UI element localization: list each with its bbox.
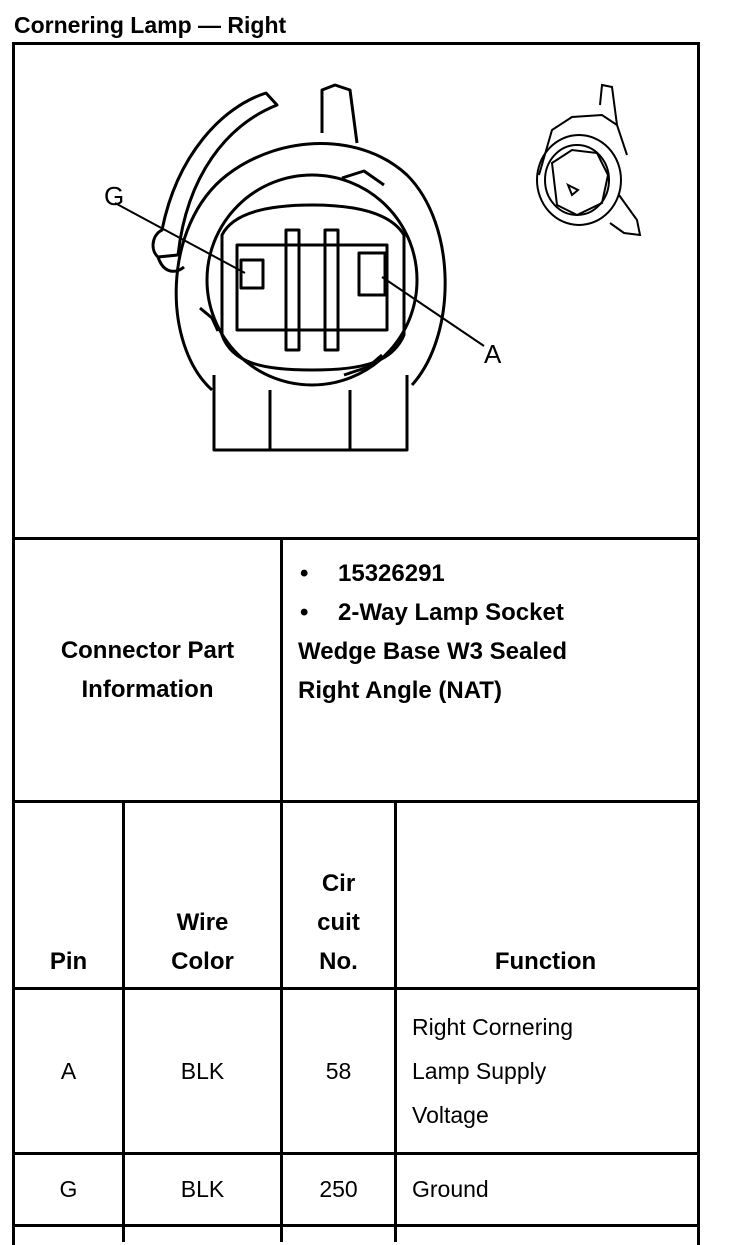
- label-g: G: [104, 181, 124, 211]
- connector-table-frame: [12, 42, 700, 1245]
- header-function-text: Function: [494, 948, 597, 975]
- cell-wire-color: BLK: [180, 1057, 225, 1084]
- divider-row-a: [12, 1152, 697, 1155]
- row-g-pin: G: [15, 1155, 122, 1224]
- row-a-wire-color: BLK: [125, 990, 280, 1152]
- divider-illustration: [12, 537, 697, 540]
- divider-col-circuit: [394, 803, 397, 1242]
- header-function: Function: [397, 803, 694, 985]
- part-detail-2: Right Angle (NAT): [298, 677, 502, 704]
- cell-function: Ground: [412, 1176, 489, 1202]
- connector-perspective-thumbnail: [536, 83, 642, 237]
- divider-header-bottom: [12, 987, 697, 990]
- connector-bullets: 15326291 2-Way Lamp Socket: [298, 554, 688, 632]
- header-circuit-no-text: Cir cuit No.: [317, 870, 360, 975]
- leader-line-g: [114, 202, 246, 274]
- divider-connector-bottom: [12, 800, 697, 803]
- header-circuit-no: Cir cuit No.: [283, 803, 394, 985]
- row-a-pin: A: [15, 990, 122, 1152]
- connector-heading-text: Connector Part Information: [60, 637, 235, 703]
- row-a-circuit: 58: [283, 990, 394, 1152]
- header-pin-text: Pin: [49, 948, 88, 975]
- header-wire-color-text: Wire Color: [171, 909, 234, 975]
- cell-function: Right Cornering Lamp Supply Voltage: [412, 1014, 574, 1128]
- row-g-circuit: 250: [283, 1155, 394, 1224]
- divider-connector-info: [280, 540, 283, 802]
- cell-circuit: 250: [319, 1176, 358, 1202]
- connector-part-info-heading: Connector Part Information: [15, 540, 280, 800]
- row-a-function: Right Cornering Lamp Supply Voltage: [412, 990, 682, 1152]
- row-g-wire-color: BLK: [125, 1155, 280, 1224]
- cell-wire-color: BLK: [180, 1176, 225, 1202]
- page-title: Cornering Lamp — Right: [14, 12, 287, 38]
- row-g-function: Ground: [412, 1155, 682, 1224]
- divider-row-g: [12, 1224, 697, 1227]
- cell-pin: A: [60, 1057, 77, 1084]
- part-number: 15326291: [298, 554, 688, 593]
- label-a: A: [484, 339, 502, 369]
- divider-col-pin: [122, 803, 125, 1242]
- connector-part-info-details: 15326291 2-Way Lamp Socket Wedge Base W3…: [298, 554, 688, 710]
- connector-face-diagram: G A: [104, 83, 642, 452]
- divider-col-wire: [280, 803, 283, 1242]
- leader-line-a: [381, 276, 485, 347]
- cell-circuit: 58: [325, 1057, 352, 1084]
- part-description: 2-Way Lamp Socket: [298, 593, 688, 632]
- header-pin: Pin: [15, 803, 122, 985]
- part-detail-1: Wedge Base W3 Sealed: [298, 638, 567, 665]
- header-wire-color: Wire Color: [125, 803, 280, 985]
- connector-face-drawing: [151, 83, 447, 452]
- cell-pin: G: [59, 1176, 78, 1202]
